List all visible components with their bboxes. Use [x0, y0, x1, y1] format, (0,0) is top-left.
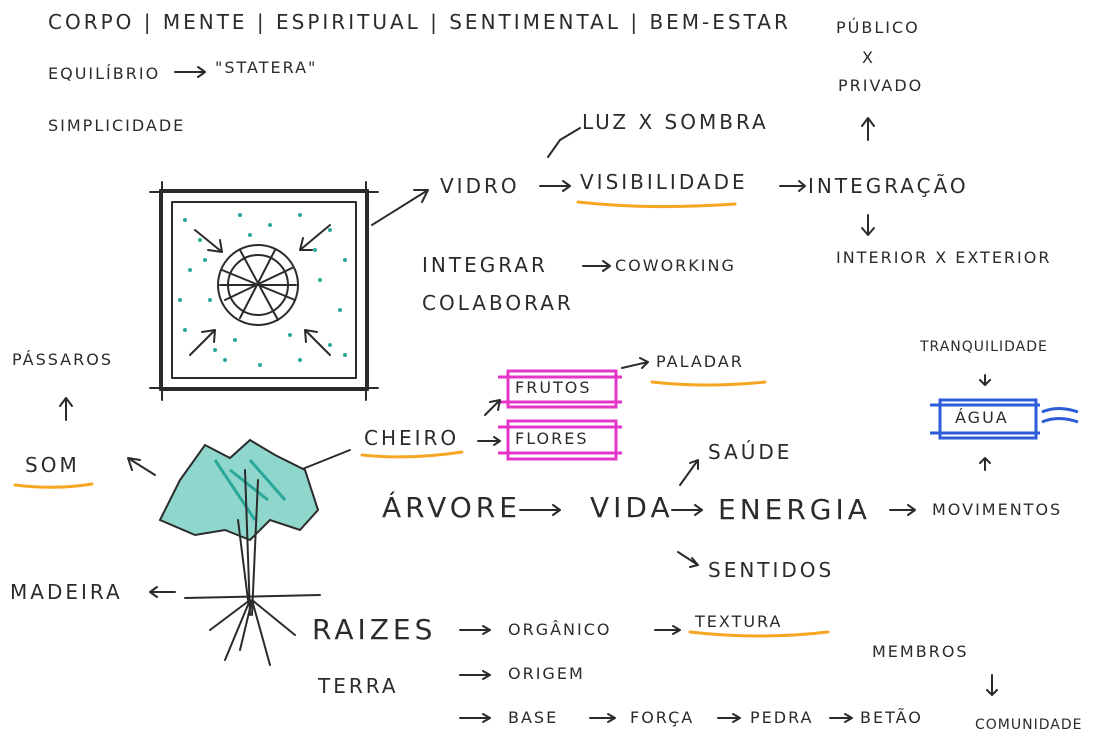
arrow-visibilidade [539, 180, 571, 192]
movimentos-label: MOVIMENTOS [932, 500, 1063, 519]
tree-sketch [158, 438, 321, 666]
arrow-comunidade [986, 674, 998, 696]
textura-label: TEXTURA [695, 612, 783, 631]
sentidos-label: SENTIDOS [708, 558, 835, 582]
passaros-label: PÁSSAROS [12, 350, 113, 369]
arrow-betao [829, 713, 853, 723]
arrow-publico [861, 117, 875, 141]
agua-box [930, 398, 1079, 440]
membros-label: MEMBROS [872, 642, 969, 661]
saude-label: SAÚDE [708, 440, 793, 464]
statera-label: "STATERA" [215, 58, 318, 77]
interior-exterior-label: INTERIOR X EXTERIOR [836, 248, 1052, 267]
madeira-label: MADEIRA [10, 580, 123, 604]
underline-visibilidade [576, 200, 737, 209]
arrow-frutos [484, 399, 501, 416]
pedra-label: PEDRA [750, 708, 814, 727]
arrow-pedra [717, 713, 741, 723]
arrow-movimentos [889, 504, 916, 516]
simplicidade-label: SIMPLICIDADE [48, 116, 186, 135]
integrar-label: INTEGRAR [422, 253, 548, 277]
frutos-box [498, 369, 622, 409]
arrow-interior [861, 214, 875, 236]
underline-som [13, 482, 94, 489]
arrow-organico [459, 625, 491, 635]
arrow-saude [679, 459, 699, 486]
colaborar-label: COLABORAR [422, 291, 574, 315]
publico-label: PÚBLICO [836, 18, 920, 37]
header-line: CORPO | MENTE | ESPIRITUAL | SENTIMENTAL… [48, 10, 791, 34]
arrow-agua [979, 457, 991, 471]
visibilidade-label: VISIBILIDADE [580, 170, 748, 194]
origem-label: ORIGEM [508, 664, 585, 683]
vida-label: VIDA [590, 491, 674, 524]
arvore-label: ÁRVORE [382, 491, 521, 524]
arrow-paladar [621, 357, 649, 369]
privado-label: PRIVADO [838, 76, 924, 95]
raizes-label: RAIZES [312, 613, 437, 646]
flores-box [498, 419, 622, 461]
integracao-label: INTEGRAÇÃO [808, 174, 969, 198]
arrow-madeira [149, 586, 176, 598]
equilibrio-label: EQUILÍBRIO [48, 64, 161, 83]
betao-label: BETÃO [860, 708, 923, 727]
luz-sombra-label: LUZ X SOMBRA [582, 110, 769, 134]
arrow-sentidos [677, 551, 699, 568]
underline-paladar [650, 380, 767, 387]
arrow-coworking [582, 260, 611, 272]
base-label: BASE [508, 708, 559, 727]
arrow-integracao [779, 180, 806, 192]
forca-label: FORÇA [630, 708, 695, 727]
arrow-passaros [59, 397, 73, 421]
flores-label: FLORES [515, 429, 589, 448]
arrow-vida [519, 504, 561, 516]
paladar-label: PALADAR [656, 352, 744, 371]
arrow-luz [547, 127, 581, 158]
coworking-label: COWORKING [615, 256, 736, 275]
arrow-flores [477, 436, 501, 446]
som-label: SOM [25, 453, 80, 477]
energia-label: ENERGIA [718, 493, 871, 526]
arrow-textura [654, 625, 681, 635]
agua-label: ÁGUA [955, 408, 1009, 427]
organico-label: ORGÂNICO [508, 620, 612, 639]
arrow-som [127, 457, 156, 476]
cheiro-label: CHEIRO [364, 426, 460, 450]
x-label: X [862, 48, 875, 67]
arrow-cheiro [299, 449, 351, 471]
plan-sketch [149, 181, 429, 401]
arrow-base [459, 713, 491, 723]
arrow-energia [671, 504, 703, 516]
comunidade-label: COMUNIDADE [975, 717, 1083, 733]
underline-textura [688, 630, 830, 638]
tranquilidade-label: TRANQUILIDADE [920, 339, 1048, 355]
vidro-label: VIDRO [440, 174, 520, 198]
arrow-origem [459, 670, 491, 680]
arrow-tranquilidade [979, 374, 991, 386]
frutos-label: FRUTOS [515, 378, 592, 397]
terra-label: TERRA [318, 674, 399, 698]
underline-cheiro [360, 450, 464, 459]
arrow-forca [589, 713, 616, 723]
